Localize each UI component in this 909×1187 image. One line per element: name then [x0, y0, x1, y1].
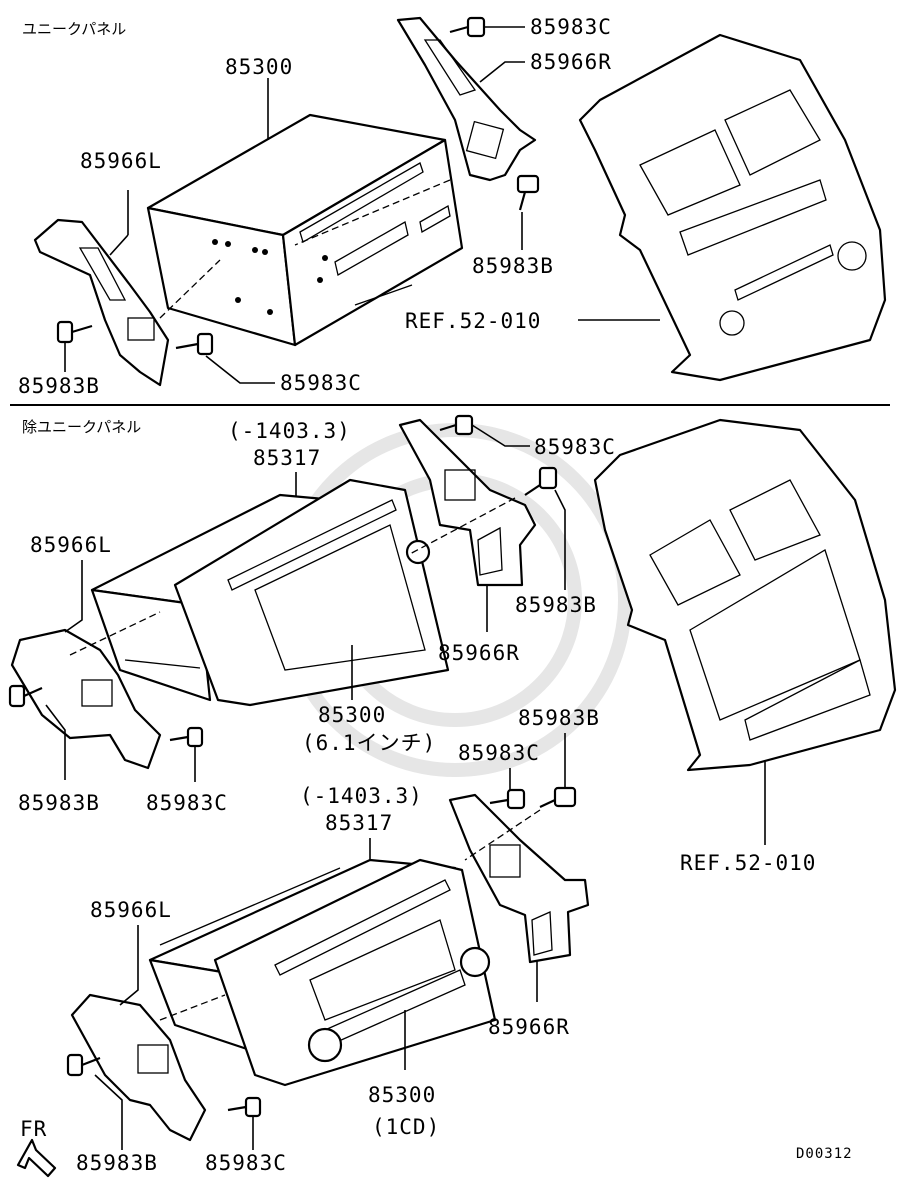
bolt-85983B-right-top [516, 174, 540, 211]
bolt-85983C-left-mid [169, 726, 204, 748]
label-85983B-left-mid: 85983B [18, 791, 100, 815]
label-85300-bottom: 85300 [368, 1083, 436, 1107]
label-85983C-bottom-top: 85983C [458, 741, 540, 765]
bracket-85966R-mid [398, 418, 537, 587]
dash-panel-ref-mid [593, 418, 897, 772]
label-85983B-left-top: 85983B [18, 374, 100, 398]
bolt-85983C-bottom [227, 1096, 262, 1118]
label-85983B-right-mid: 85983B [515, 593, 597, 617]
label-85966L-mid: 85966L [30, 533, 112, 557]
bolt-85983B-left-top [56, 320, 93, 344]
label-date-mid: (-1403.3) [228, 419, 351, 443]
label-85983C-left-top: 85983C [280, 371, 362, 395]
label-85317-bottom: 85317 [325, 811, 393, 835]
section-label-unique-panel: ユニークパネル [22, 20, 126, 38]
label-ref-top: REF.52-010 [405, 309, 541, 333]
front-arrow-icon [16, 1138, 57, 1178]
label-85966R-mid: 85966R [438, 641, 520, 665]
bracket-85966L-mid [10, 628, 162, 770]
bracket-85966R-top [396, 16, 537, 182]
bolt-85983C-top [449, 16, 486, 38]
label-85966L-bottom: 85966L [90, 898, 172, 922]
label-85983C-mid: 85983C [534, 435, 616, 459]
bracket-85966R-bottom [448, 793, 590, 964]
audio-unit-85300-display [90, 478, 450, 707]
bolt-85983B-right-mid [524, 466, 558, 496]
bolt-85983C-bottom-right [489, 788, 526, 810]
bolt-85983C-left-top [175, 332, 214, 356]
label-85966R-top: 85966R [530, 50, 612, 74]
label-ref-mid: REF.52-010 [680, 851, 816, 875]
label-85300-top: 85300 [225, 55, 293, 79]
label-fr: FR [20, 1117, 47, 1141]
label-85983B-right-top: 85983B [472, 254, 554, 278]
audio-unit-85300-1cd [148, 858, 497, 1087]
bracket-85966L-bottom [70, 993, 207, 1142]
label-85300-note-mid: (6.1インチ) [302, 731, 436, 755]
label-85983B-bottom: 85983B [76, 1151, 158, 1175]
audio-unit-85300-top [146, 113, 464, 347]
dash-panel-ref-top [578, 33, 887, 382]
label-85300-note-bottom: (1CD) [372, 1115, 440, 1139]
section-label-non-unique-panel: 除ユニークパネル [22, 418, 141, 436]
bolt-85983B-bottom-right [539, 786, 577, 808]
bolt-85983B-bottom [66, 1053, 101, 1077]
bracket-85966L-top [33, 218, 170, 387]
label-85966L-top: 85966L [80, 149, 162, 173]
label-85983C-bottom: 85983C [205, 1151, 287, 1175]
label-date-bottom: (-1403.3) [300, 784, 423, 808]
label-85983C-top: 85983C [530, 15, 612, 39]
label-85983B-bottom-top: 85983B [518, 706, 600, 730]
label-85300-mid: 85300 [318, 703, 386, 727]
bolt-85983B-left-mid [8, 684, 43, 708]
label-85983C-left-mid: 85983C [146, 791, 228, 815]
label-85317-mid: 85317 [253, 446, 321, 470]
label-85966R-bottom: 85966R [488, 1015, 570, 1039]
diagram-id: D00312 [796, 1146, 853, 1162]
